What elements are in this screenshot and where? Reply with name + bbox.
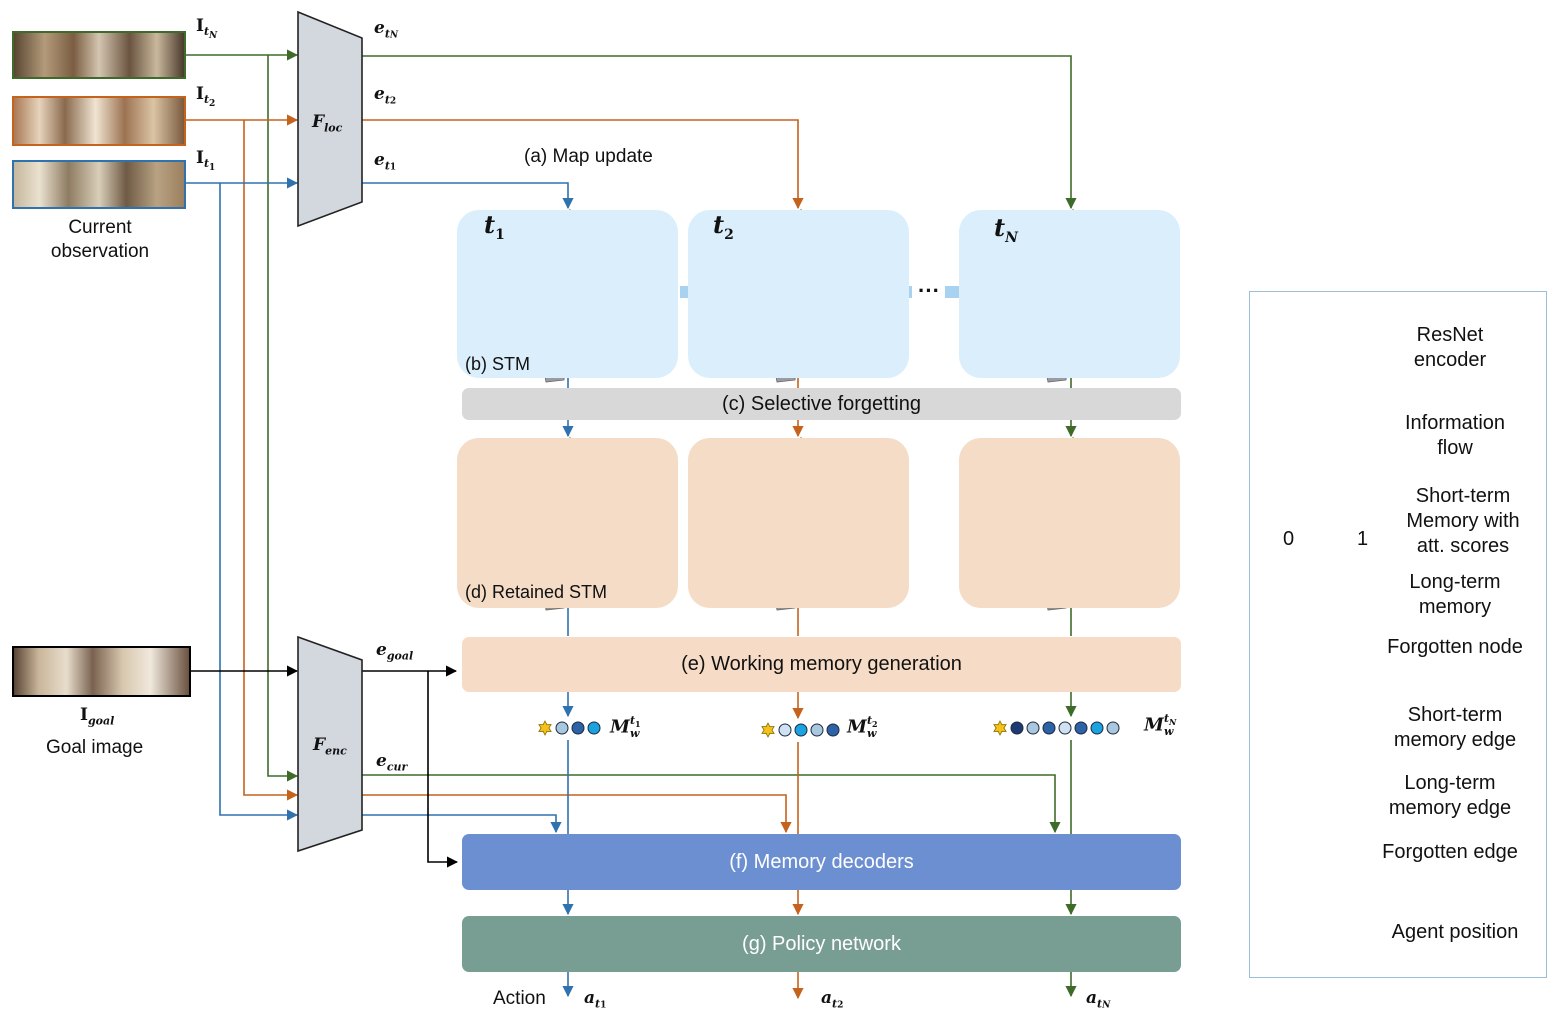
legend-ltm-edge-label: Long-term memory edge	[1388, 772, 1512, 819]
working-memory-token-t1-0	[555, 721, 569, 735]
stm-panel-t2	[688, 210, 909, 378]
goal-image-label: Goal image	[46, 737, 144, 758]
embedding-label-t1: et1	[374, 150, 397, 173]
floc-encoder-shape	[297, 10, 363, 228]
legend-forgotten-node-label: Forgotten node	[1387, 636, 1523, 658]
legend-scale-max: 1	[1357, 528, 1369, 550]
selective-forgetting-bar: (c) Selective forgetting	[462, 388, 1181, 420]
embedding-label-tN: etN	[374, 18, 399, 41]
current-observation-label: Current observation	[50, 217, 150, 262]
time-label-tN: tN	[994, 213, 1018, 246]
stm-panel-t1	[457, 210, 678, 378]
action-label-t1: at1	[584, 988, 607, 1011]
action-label-t2: at2	[821, 988, 844, 1011]
flow-egoal-dec	[427, 671, 459, 868]
goal-input-label: Igoal	[80, 705, 115, 728]
legend-info-flow-label: Information flow	[1404, 412, 1506, 459]
observation-t2-image	[12, 96, 186, 146]
retained-panel-t1	[457, 438, 678, 608]
working-memory-token-t2-1	[794, 723, 808, 737]
map-update-label: (a) Map update	[524, 146, 653, 167]
floc-label: Floc	[312, 112, 343, 135]
legend-panel	[1249, 291, 1547, 978]
fenc-encoder-shape	[297, 635, 363, 853]
working-memory-token-tN-3	[1058, 721, 1072, 735]
flow-green-down-enc	[267, 55, 299, 782]
working-memory-star-tN	[993, 720, 1007, 736]
flow-orange-ecur	[362, 794, 792, 834]
flow-blue-ecur	[362, 814, 562, 834]
legend-resnet-label: ResNet encoder	[1413, 324, 1487, 371]
action-label-tN: atN	[1086, 988, 1111, 1011]
working-memory-token-tN-2	[1042, 721, 1056, 735]
retained-panel-tN	[959, 438, 1180, 608]
ellipsis: ···	[918, 278, 940, 303]
legend-stm-edge-label: Short-term memory edge	[1393, 704, 1517, 751]
memory-decoders-bar: (f) Memory decoders	[462, 834, 1181, 890]
flow-green-etN	[362, 55, 1077, 210]
flow-blue-down-enc	[219, 183, 299, 821]
working-memory-token-tN-0	[1010, 721, 1024, 735]
retained-stm-label: (d) Retained STM	[465, 582, 608, 602]
embedding-label-t2: et2	[374, 84, 397, 107]
working-memory-token-tN-5	[1090, 721, 1104, 735]
input-label-t2: It2	[196, 84, 216, 110]
working-memory-token-t1-1	[571, 721, 585, 735]
action-label: Action	[493, 988, 546, 1009]
observation-t1-image	[12, 160, 186, 209]
embedding-label-cur: ecur	[376, 751, 408, 774]
working-memory-token-tN-6	[1106, 721, 1120, 735]
flow-blue-et1	[362, 182, 574, 210]
fenc-label: Fenc	[313, 735, 347, 758]
flow-green-ecur	[362, 774, 1061, 834]
working-memory-token-t2-2	[810, 723, 824, 737]
working-memory-token-tN-4	[1074, 721, 1088, 735]
working-memory-bar: (e) Working memory generation	[462, 637, 1181, 692]
retained-panel-t2	[688, 438, 909, 608]
input-label-t1: It1	[196, 148, 216, 174]
time-label-t1: t1	[484, 210, 505, 243]
goal-image-thumbnail	[12, 646, 191, 697]
legend-stm-label: Short-term Memory with att. scores	[1406, 485, 1520, 557]
time-label-t2: t2	[713, 210, 734, 243]
working-memory-star-t2	[761, 722, 775, 738]
legend-ltm-label: Long-term memory	[1409, 571, 1501, 618]
legend-forgotten-edge-label: Forgotten edge	[1382, 841, 1518, 863]
working-memory-star-t1	[538, 720, 552, 736]
working-memory-token-t1-2	[587, 721, 601, 735]
stm-label: (b) STM	[465, 354, 530, 374]
input-label-tN: ItN	[196, 16, 218, 42]
observation-tN-image	[12, 31, 186, 79]
embedding-label-goal: egoal	[376, 640, 414, 663]
policy-network-bar: (g) Policy network	[462, 916, 1181, 972]
flow-orange-et2	[362, 119, 804, 210]
stm-panel-tN	[959, 210, 1180, 378]
working-memory-token-t2-0	[778, 723, 792, 737]
working-memory-token-tN-1	[1026, 721, 1040, 735]
flow-orange-down-enc	[243, 120, 299, 801]
legend-agent-label: Agent position	[1391, 921, 1519, 943]
legend-scale-min: 0	[1283, 528, 1295, 550]
working-memory-token-t2-3	[826, 723, 840, 737]
